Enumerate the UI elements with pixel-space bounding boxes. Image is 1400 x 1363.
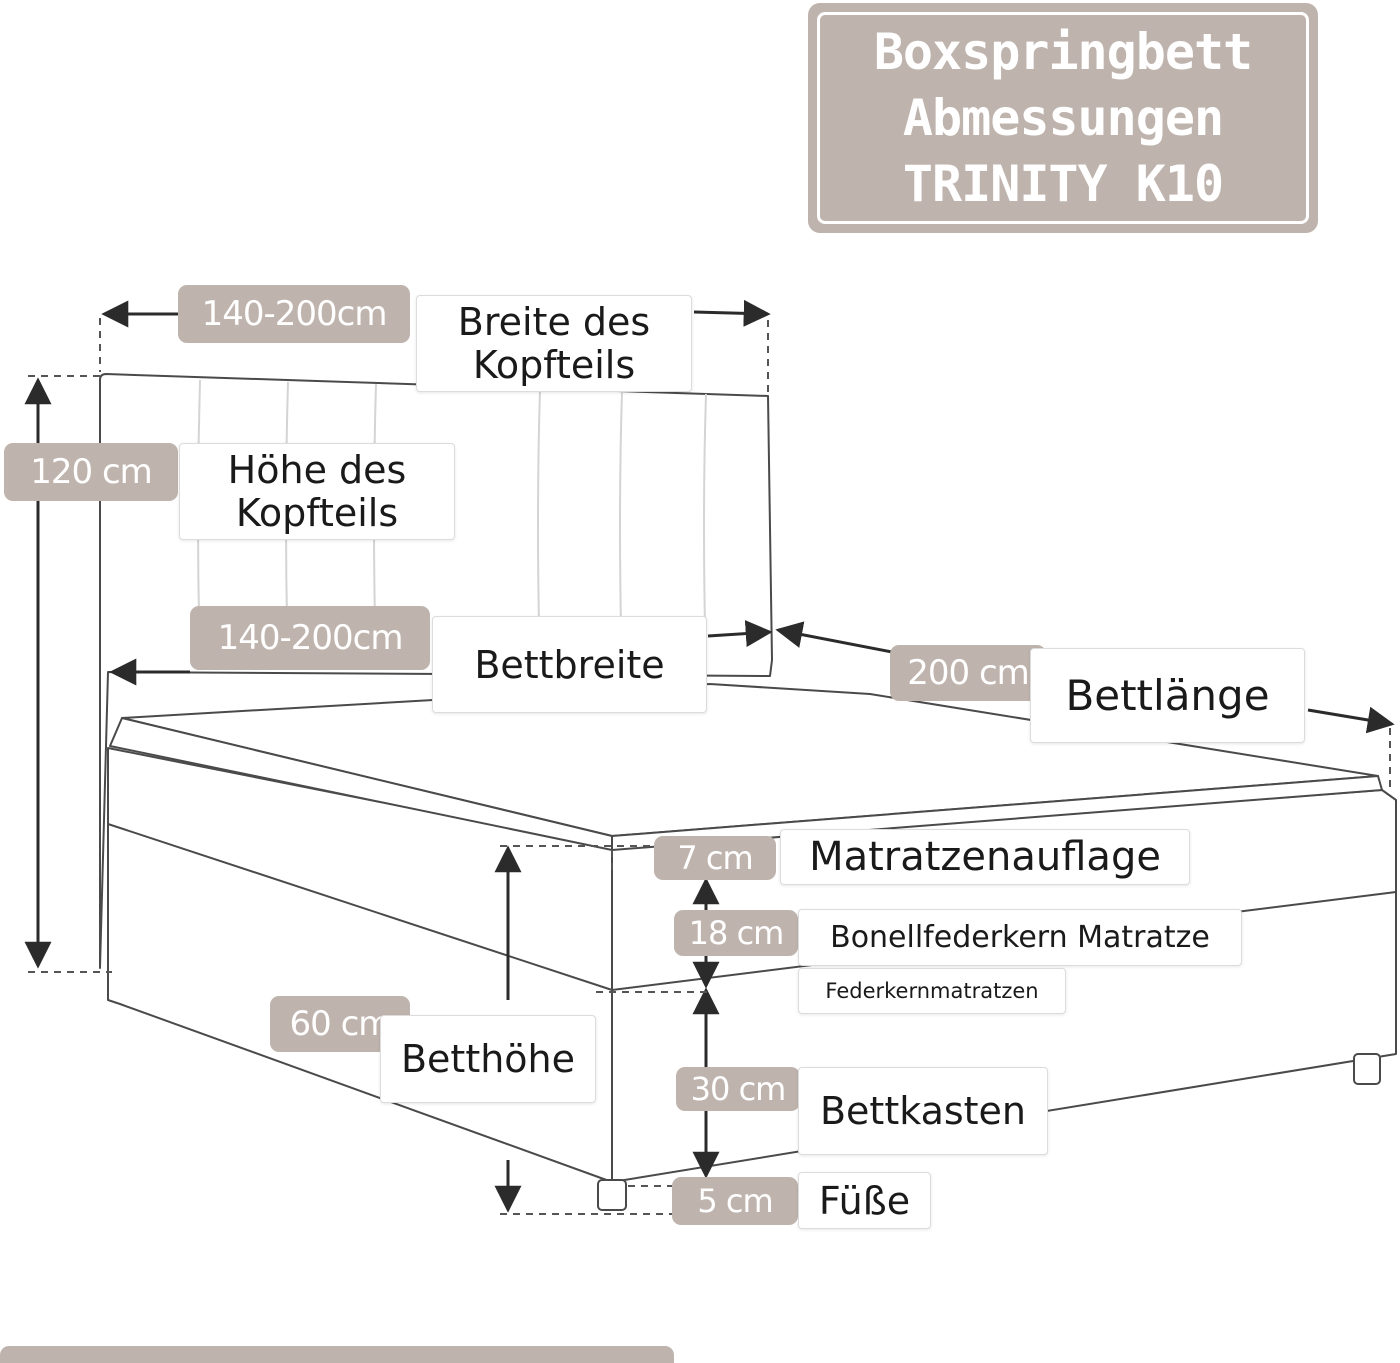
mattress-height-value: 18 cm	[674, 910, 798, 956]
headboard-height-value: 120 cm	[4, 443, 178, 501]
bed-width-label: Bettbreite	[432, 616, 707, 713]
topper-height-value: 7 cm	[654, 836, 776, 880]
title-line-2: Abmessungen	[902, 89, 1224, 147]
headboard-width-label: Breite des Kopfteils	[416, 295, 692, 392]
title-line-1: Boxspringbett	[873, 23, 1253, 81]
title-banner: Boxspringbett Abmessungen TRINITY K10	[808, 3, 1318, 233]
mattress-label: Bonellfederkern Matratze	[798, 909, 1242, 966]
bed-width-value: 140-200cm	[190, 606, 430, 670]
headboard-width-label-line2: Kopfteils	[472, 342, 636, 387]
foot-front-right	[1353, 1053, 1381, 1085]
bed-length-value: 200 cm	[890, 645, 1046, 701]
headboard-width-value: 140-200cm	[178, 285, 410, 343]
extension-lines	[28, 318, 1391, 1215]
feet-label: Füße	[798, 1172, 931, 1229]
headboard-height-label-line2: Kopfteils	[235, 490, 399, 535]
title-line-3: TRINITY K10	[902, 155, 1224, 213]
mattress-sublabel: Federkernmatratzen	[798, 968, 1066, 1014]
bed-length-label: Bettlänge	[1030, 648, 1305, 743]
topper-label: Matratzenauflage	[780, 829, 1190, 885]
title-frame: Boxspringbett Abmessungen TRINITY K10	[817, 12, 1309, 224]
headboard-height-label-line1: Höhe des	[227, 447, 407, 492]
bottom-accent-bar	[0, 1346, 674, 1363]
headboard-width-label-line1: Breite des	[457, 299, 651, 344]
side-seam	[107, 823, 613, 991]
bed-height-label: Betthöhe	[380, 1015, 596, 1103]
bed-box-height-value: 30 cm	[676, 1067, 800, 1111]
foot-front-left	[597, 1179, 627, 1211]
bed-box-label: Bettkasten	[798, 1067, 1048, 1155]
headboard-height-label: Höhe des Kopfteils	[179, 443, 455, 540]
feet-height-value: 5 cm	[672, 1177, 798, 1225]
